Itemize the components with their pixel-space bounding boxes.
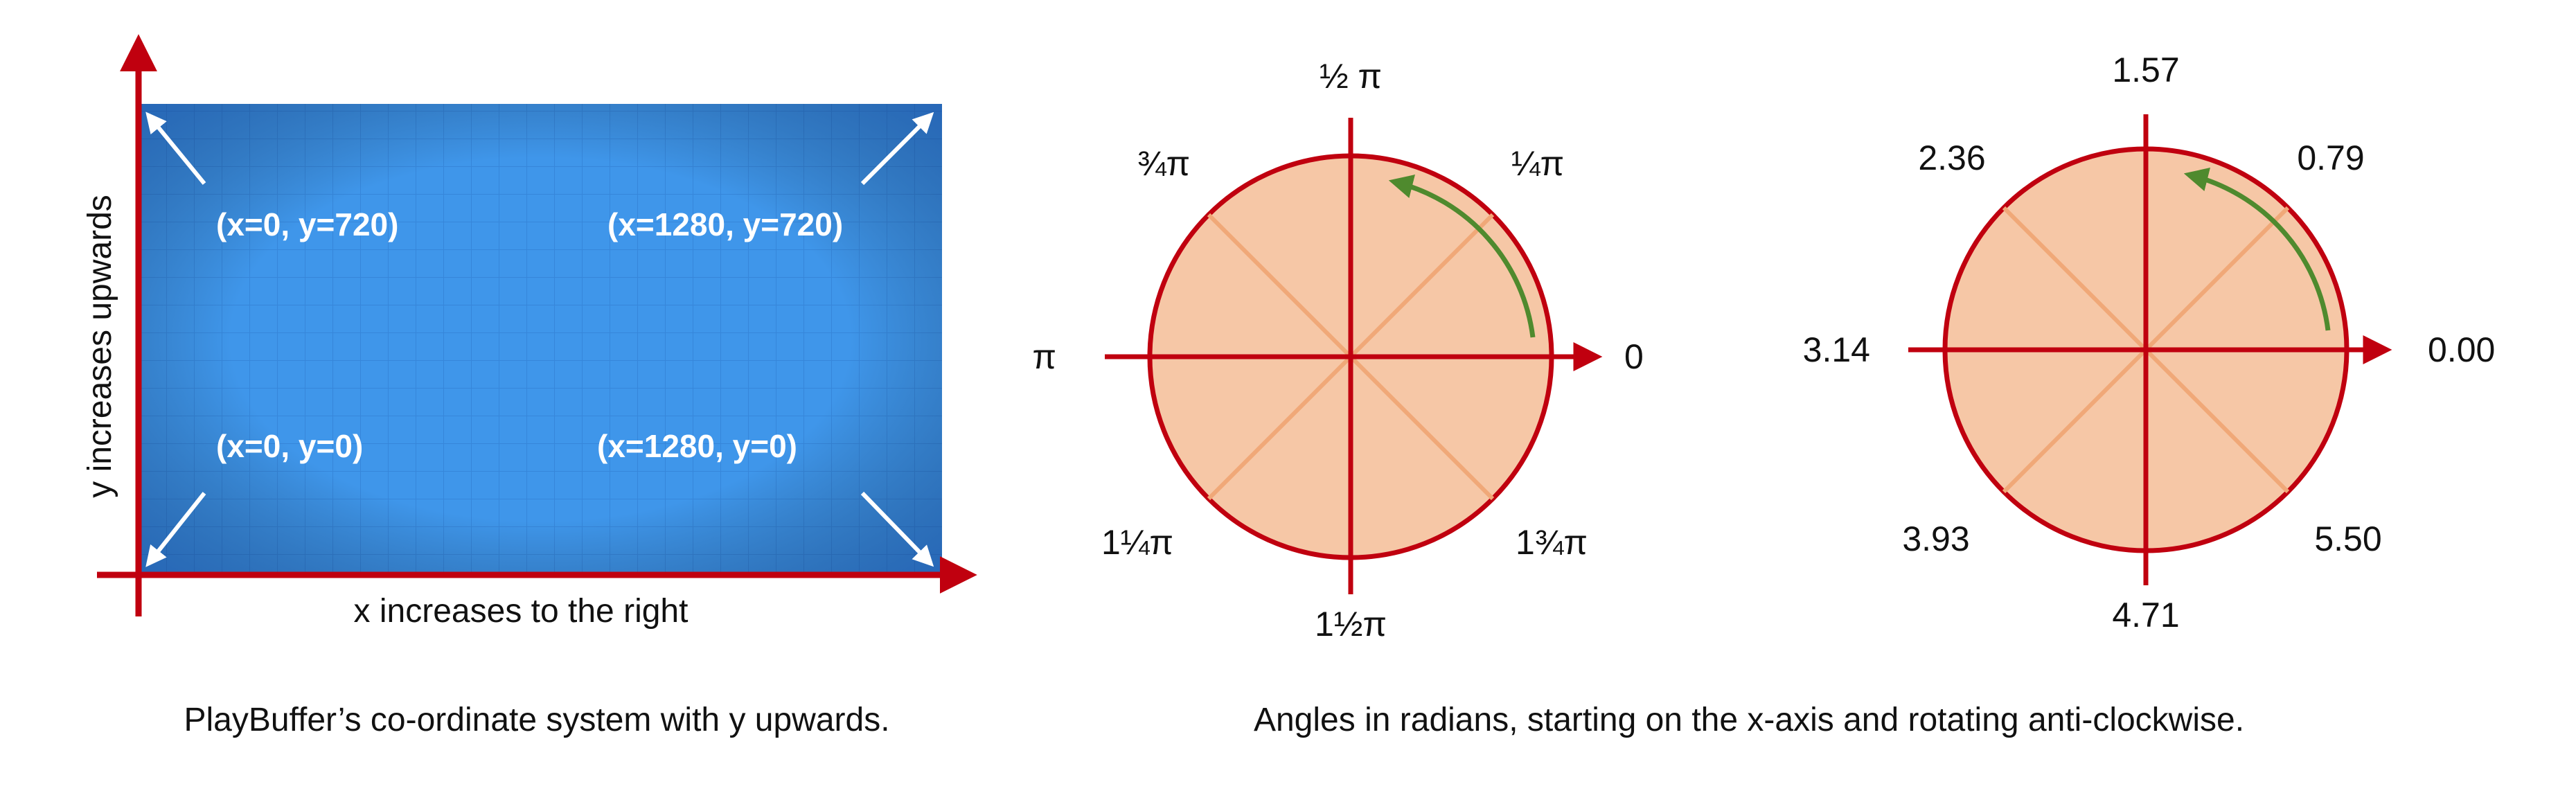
angle-label-90: 1.57: [2112, 51, 2179, 89]
angle-label-one-three-quarter-pi: 1¾π: [1516, 523, 1588, 562]
spoke-135: [1207, 213, 1353, 359]
angle-label-0: 0: [1624, 337, 1644, 376]
spoke-315: [2144, 348, 2290, 494]
radian-fraction-diagram: 0 ¼π ½ π ¾π π 1¼π 1½π 1¾π: [1033, 57, 1644, 643]
spoke-225: [1207, 355, 1353, 501]
angle-label-quarter-pi: ¼π: [1511, 144, 1564, 183]
angle-label-180: 3.14: [1803, 330, 1870, 369]
spoke-225: [2002, 348, 2148, 494]
angle-label-45: 0.79: [2297, 139, 2364, 177]
x-axis-label: x increases to the right: [354, 593, 689, 630]
angle-label-225: 3.93: [1902, 519, 1969, 558]
rotation-arrow: [1388, 175, 1536, 338]
spoke-135: [2002, 206, 2148, 352]
angles-caption: Angles in radians, starting on the x-axi…: [1254, 702, 2244, 738]
screen-vignette: [139, 104, 942, 575]
corner-arrow-bottom-right: [860, 491, 934, 567]
coordinate-caption: PlayBuffer’s co-ordinate system with y u…: [184, 702, 889, 738]
spoke-45: [1349, 213, 1495, 359]
corner-label-top-left: (x=0, y=720): [216, 206, 398, 242]
rotation-arrow: [2183, 168, 2331, 331]
radian-decimal-diagram: 0.00 0.79 1.57 2.36 3.14 3.93 4.71 5.50: [1803, 51, 2496, 634]
angle-label-one-half-pi: 1½π: [1315, 605, 1387, 643]
angle-label-315: 5.50: [2314, 519, 2381, 558]
angle-label-0: 0.00: [2428, 330, 2495, 369]
corner-arrow-top-left: [145, 112, 206, 185]
coordinate-system-panel: (x=0, y=720) (x=1280, y=720) (x=0, y=0) …: [82, 34, 977, 738]
angle-label-half-pi: ½ π: [1320, 57, 1382, 96]
corner-arrow-bottom-left: [145, 492, 206, 567]
spoke-315: [1349, 355, 1495, 501]
angle-label-three-quarter-pi: ¾π: [1137, 144, 1190, 183]
corner-label-bottom-right: (x=1280, y=0): [597, 428, 797, 464]
angle-label-135: 2.36: [1918, 139, 1985, 177]
y-axis-label: y increases upwards: [82, 195, 118, 498]
angle-label-pi: π: [1033, 337, 1057, 376]
corner-label-top-right: (x=1280, y=720): [607, 206, 843, 242]
spoke-45: [2144, 206, 2290, 352]
corner-arrow-top-right: [860, 112, 934, 186]
angle-label-one-quarter-pi: 1¼π: [1101, 523, 1173, 562]
angle-label-270: 4.71: [2112, 596, 2179, 634]
corner-label-bottom-left: (x=0, y=0): [216, 428, 363, 464]
